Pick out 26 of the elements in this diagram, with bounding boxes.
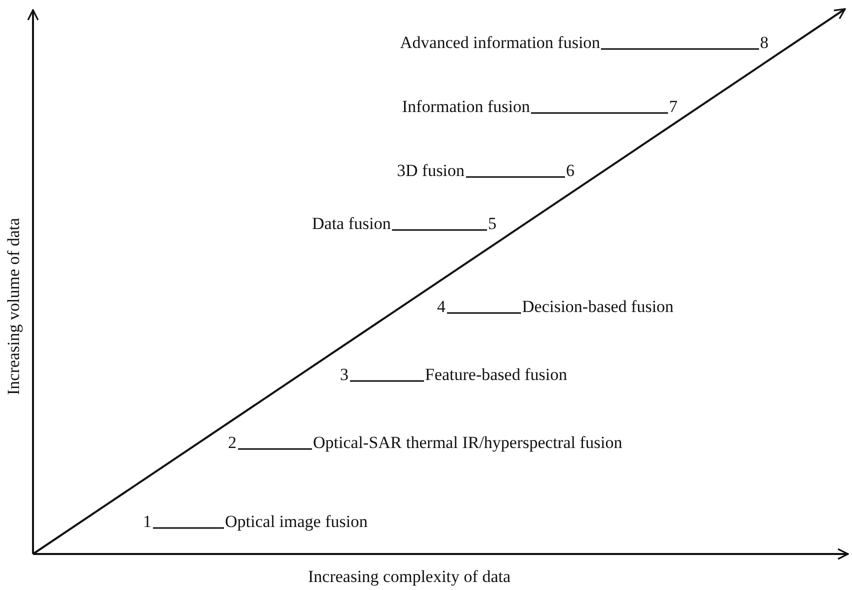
leader-line (153, 527, 224, 529)
callout-number: 3 (340, 365, 348, 385)
stage-label: 3D fusion (397, 161, 465, 181)
stage-label: Advanced information fusion (400, 33, 600, 53)
stage-label: Information fusion (402, 97, 530, 117)
leader-line (447, 312, 521, 314)
callout-number: 1 (143, 512, 152, 532)
callout-number: 5 (488, 214, 496, 234)
stage-label: Decision-based fusion (522, 297, 674, 317)
leader-line (350, 380, 424, 382)
callout-number: 7 (669, 97, 678, 117)
callout-number: 4 (437, 297, 446, 317)
leader-line (601, 48, 759, 50)
callout-number: 8 (760, 33, 768, 53)
axis-title: Increasing volume of data (4, 218, 24, 395)
stage-label: Feature-based fusion (425, 365, 568, 385)
leader-line (531, 112, 668, 114)
stage-label: Data fusion (312, 214, 391, 234)
stage-label: Optical-SAR thermal IR/hyperspectral fusion (313, 433, 622, 453)
leader-line (392, 229, 487, 231)
callout-number: 6 (566, 161, 574, 181)
callout-number: 2 (228, 433, 236, 453)
leader-line (238, 448, 312, 450)
stage-label: Optical image fusion (225, 512, 368, 532)
leader-line (466, 176, 565, 178)
axis-title: Increasing complexity of data (308, 567, 511, 587)
